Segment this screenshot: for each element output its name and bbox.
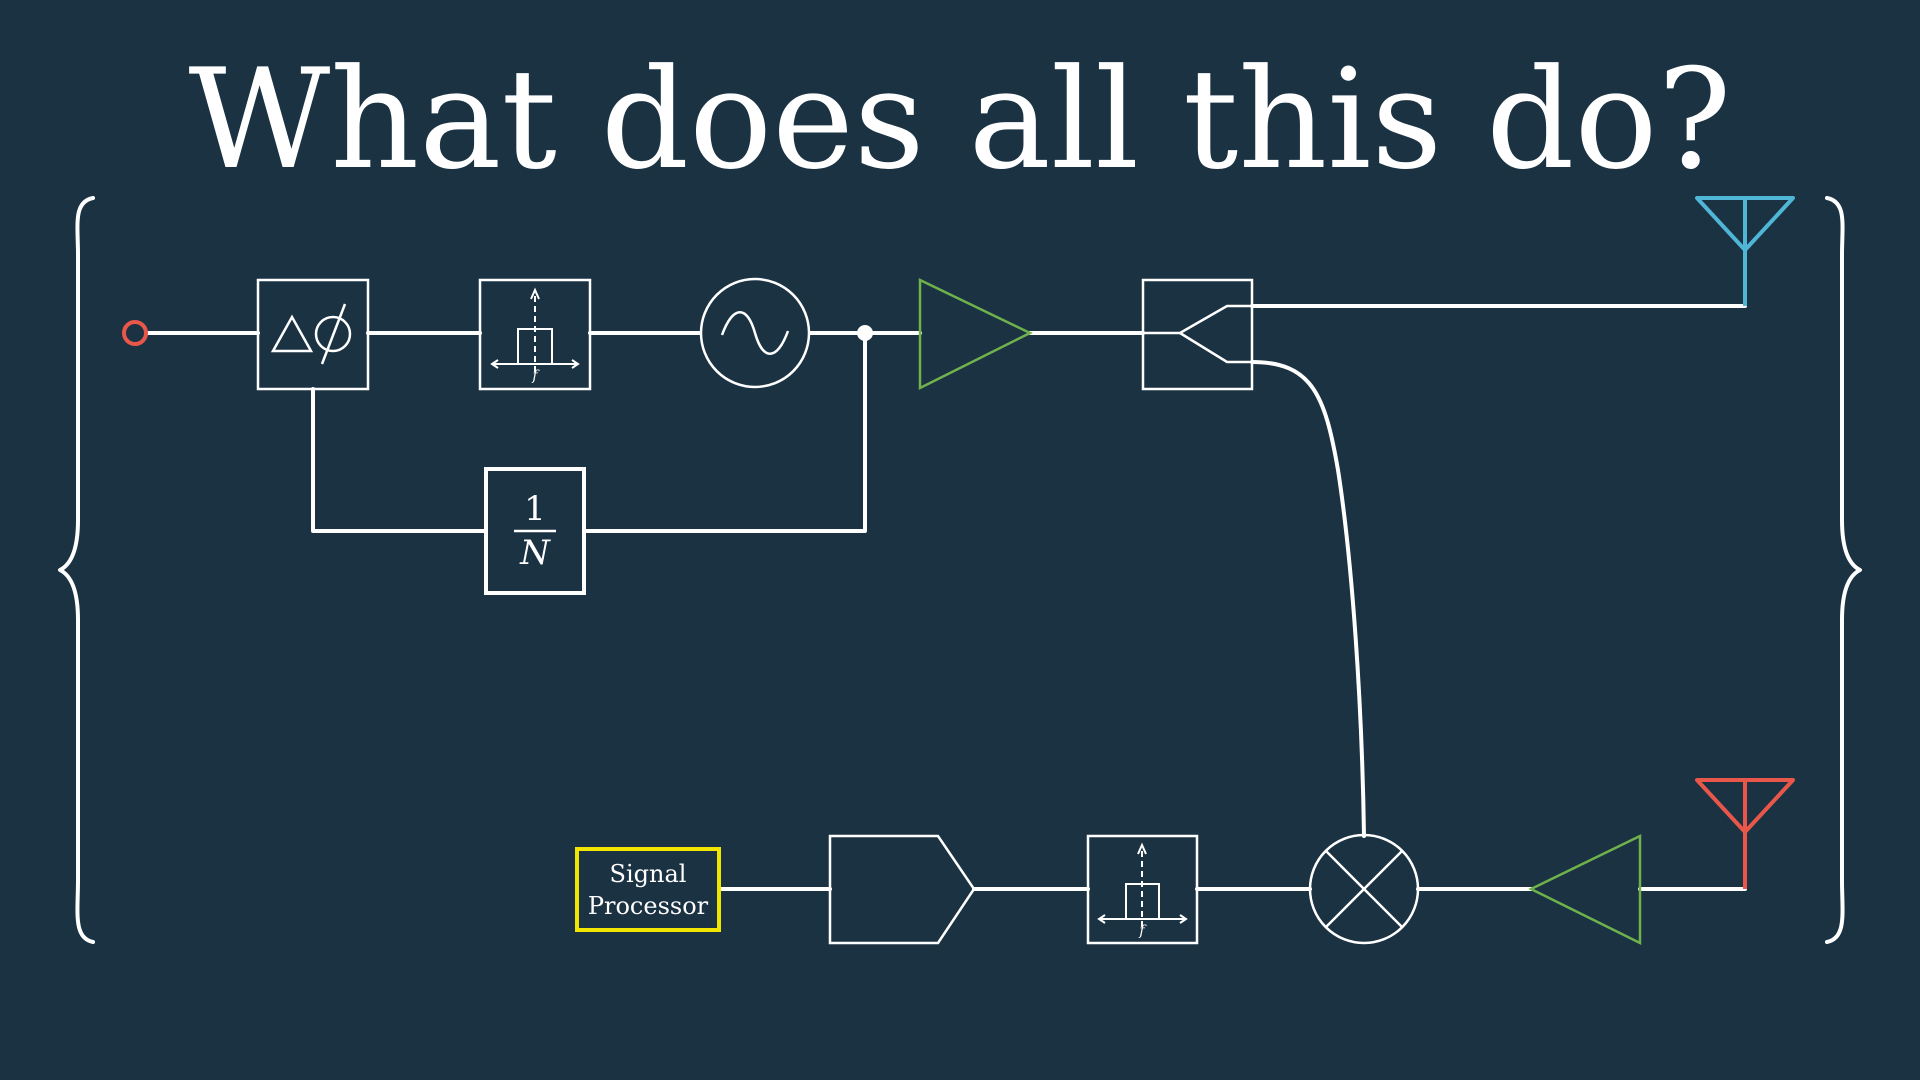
- divider-denominator: N: [519, 533, 551, 573]
- signal-processor-block: Signal Processor: [575, 847, 721, 932]
- bandpass-axis-label: f: [1138, 923, 1147, 939]
- low-noise-amplifier: [1528, 834, 1642, 946]
- input-terminal: [122, 320, 148, 346]
- loop-filter-block: [478, 278, 592, 391]
- junction-dot: [857, 325, 873, 341]
- tx-antenna: [1695, 196, 1795, 306]
- adc-block: [828, 834, 976, 945]
- wire-feedback-loop-right: [582, 331, 867, 533]
- delta-symbol: [270, 314, 314, 353]
- signal-processor-label-line1: Signal: [610, 860, 687, 888]
- power-amplifier: [918, 278, 1033, 391]
- phase-detector-block: [256, 278, 370, 391]
- wire-feedback-loop-left: [311, 387, 488, 533]
- rx-antenna: [1695, 778, 1795, 889]
- mixer-block: [1308, 833, 1420, 945]
- bandpass-filter-block: [1086, 834, 1199, 945]
- divider-block: 1 N: [484, 467, 586, 595]
- diagram-title: What does all this do?: [188, 39, 1732, 200]
- wire-splitter-to-mixer: [1250, 360, 1366, 838]
- filter-axis-label: f: [531, 368, 540, 384]
- right-brace: [1825, 196, 1862, 944]
- sine-wave-icon: [720, 311, 790, 355]
- divider-numerator: 1: [524, 489, 546, 529]
- oscillator-block: [699, 277, 811, 389]
- signal-processor-label-line2: Processor: [588, 892, 709, 920]
- phi-symbol: [314, 315, 352, 353]
- splitter-block: [1141, 278, 1254, 391]
- left-brace: [58, 196, 95, 944]
